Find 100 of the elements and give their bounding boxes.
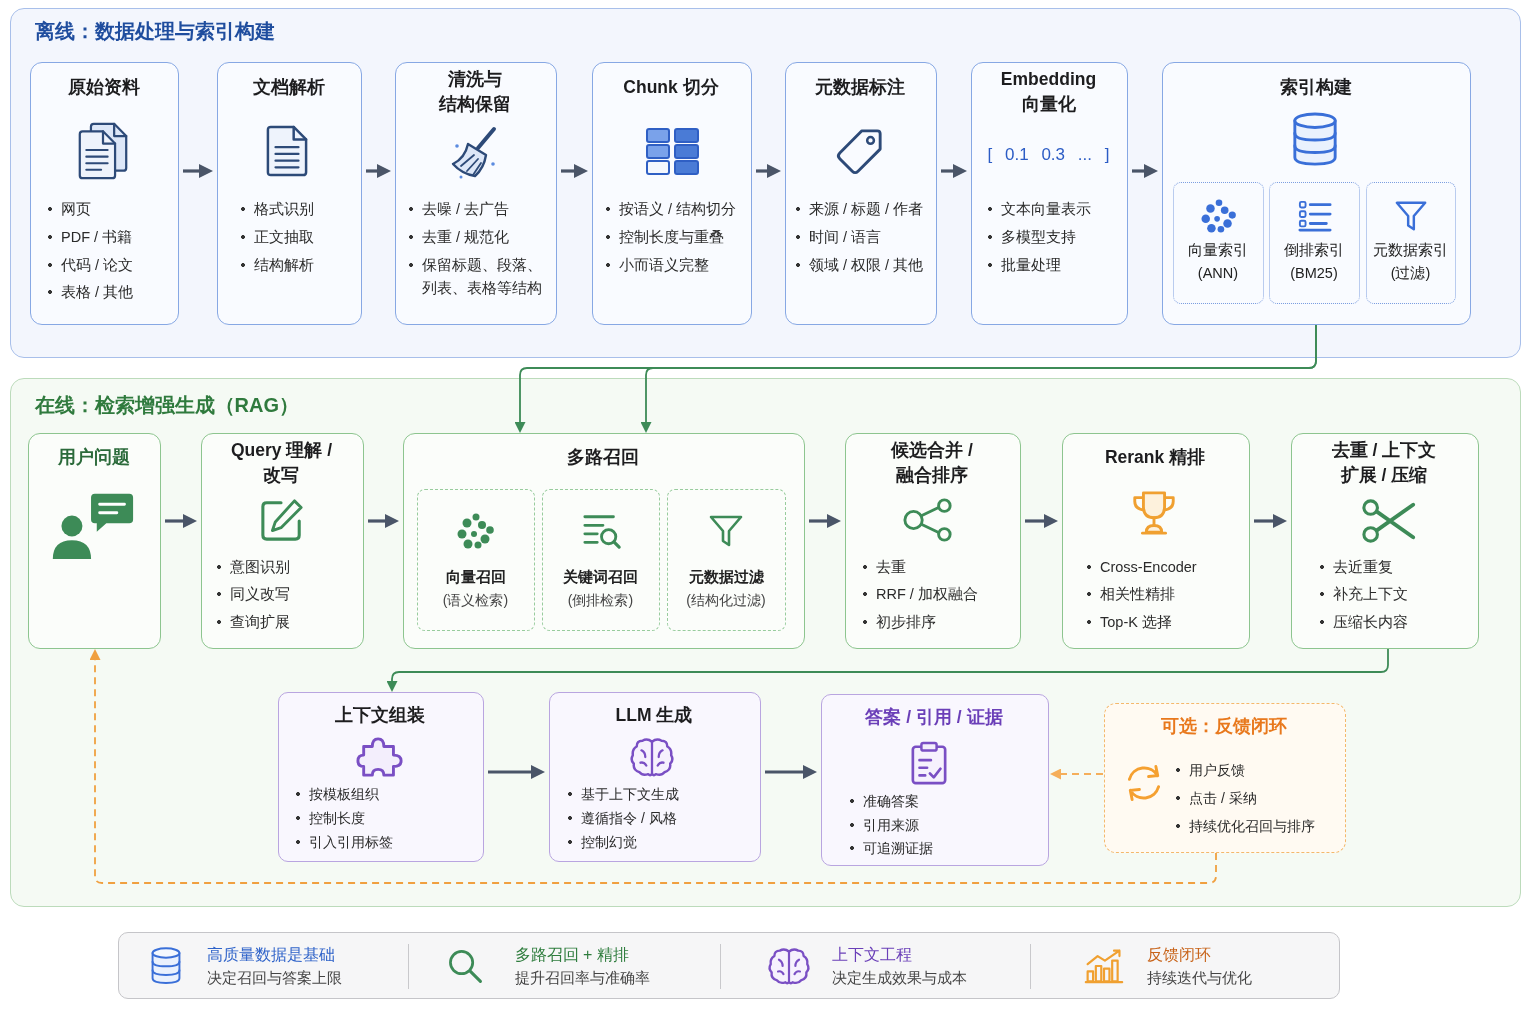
bullet-item: 按模板组织 — [294, 784, 379, 804]
step-card — [29, 61, 179, 325]
bullet-item: 去近重复 — [1318, 557, 1393, 577]
card-title: 清洗与结构保留 — [439, 67, 511, 116]
card-title: 答案 / 引用 / 证据 — [865, 705, 1003, 729]
arrow — [183, 164, 213, 178]
step-card — [548, 691, 761, 862]
card-sublabel: (BM25) — [1290, 263, 1338, 283]
bullet-item: 同义改写 — [215, 584, 290, 604]
bullet-item: 领域 / 权限 / 其他 — [794, 255, 924, 275]
arrow — [1050, 768, 1104, 780]
bullet-item: 相关性精排 — [1085, 584, 1175, 604]
card-title: 候选合并 / 融合排序 — [891, 438, 973, 487]
card-title: 去重 / 上下文扩展 / 压缩 — [1331, 438, 1437, 487]
bullet-item: 补充上下文 — [1318, 584, 1408, 604]
bullet-item: 正文抽取 — [239, 227, 314, 247]
bullet-item: 去重 / 规范化 — [407, 227, 510, 247]
bullet-item: Top-K 选择 — [1085, 612, 1172, 632]
step-card — [844, 432, 1021, 649]
summary-title: 高质量数据是基础 — [206, 944, 335, 965]
arrow — [941, 164, 967, 178]
bullet-item: 准确答案 — [848, 791, 919, 811]
bullet-item: 格式识别 — [239, 199, 314, 219]
bullet-item: 用户反馈 — [1174, 760, 1245, 780]
section-panel — [10, 378, 1521, 907]
step-card — [1290, 432, 1479, 649]
summary-title: 多路召回 + 精排 — [514, 944, 629, 965]
bullet-item: 引入引用标签 — [294, 832, 393, 852]
card-label: 向量召回 — [445, 566, 506, 587]
card-label: 倒排索引 — [1284, 240, 1344, 260]
step-card — [27, 432, 161, 649]
card-label: 元数据过滤 — [688, 566, 764, 587]
arrow — [640, 324, 1317, 433]
card-title: 用户问题 — [57, 445, 130, 469]
bullet-item: 可追溯证据 — [848, 838, 933, 858]
bullet-item: 表格 / 其他 — [46, 282, 134, 302]
bullet-item: 意图识别 — [215, 557, 290, 577]
bullet-item: 来源 / 标题 / 作者 — [794, 199, 924, 219]
bullet-item: 控制幻觉 — [566, 832, 637, 852]
step-card — [784, 61, 937, 325]
card-title: Query 理解 / 改写 — [230, 438, 333, 487]
bullet-item: 时间 / 语言 — [794, 227, 882, 247]
sub-card — [667, 489, 786, 631]
step-card — [402, 432, 805, 649]
arrow — [366, 164, 391, 178]
arrow — [809, 514, 841, 528]
sub-card — [1366, 182, 1456, 304]
card-sublabel: (语义检索) — [442, 590, 509, 610]
arrow — [756, 164, 781, 178]
sub-card — [542, 489, 660, 631]
bullet-item: 结构解析 — [239, 255, 314, 275]
sub-card — [1173, 182, 1264, 304]
card-label: 元数据索引 — [1373, 240, 1448, 260]
bullet-item: 控制长度与重叠 — [604, 227, 724, 247]
card-title: 原始资料 — [67, 75, 140, 99]
step-card — [277, 691, 484, 862]
card-sublabel: (结构化过滤) — [686, 590, 766, 610]
arrow — [561, 164, 588, 178]
bullet-item: 去噪 / 去广告 — [407, 199, 510, 219]
summary-caption: 决定生成效果与成本 — [831, 968, 967, 988]
arrow — [1254, 514, 1287, 528]
bullet-item: 多模型支持 — [986, 227, 1076, 247]
step-card — [970, 61, 1128, 325]
summary-caption: 持续迭代与优化 — [1146, 968, 1252, 988]
bullet-item: 批量处理 — [986, 255, 1061, 275]
bullet-item: 基于上下文生成 — [566, 784, 679, 804]
dashed-card — [1103, 702, 1346, 853]
bullet-item: 遵循指令 / 风格 — [566, 808, 677, 828]
bullet-item: 小而语义完整 — [604, 255, 709, 275]
bullet-item: 点击 / 采纳 — [1174, 788, 1257, 808]
bullet-item: 控制长度 — [294, 808, 365, 828]
bullet-item: 文本向量表示 — [986, 199, 1091, 219]
card-title: 可选：反馈闭环 — [1161, 714, 1287, 738]
bullet-item: 持续优化召回与排序 — [1174, 816, 1315, 836]
card-label: 关键词召回 — [563, 566, 638, 587]
card-title: LLM 生成 — [615, 703, 693, 727]
bullet-item: 代码 / 论文 — [46, 255, 134, 275]
bullet-item: 按语义 / 结构切分 — [604, 199, 737, 219]
bullet-item: 压缩长内容 — [1318, 612, 1408, 632]
section-title: 离线：数据处理与索引构建 — [34, 18, 275, 44]
section-panel — [10, 8, 1521, 358]
card-title: 多路召回 — [567, 445, 639, 469]
arrow — [165, 514, 197, 528]
card-sublabel: (倒排检索) — [567, 590, 634, 610]
step-card — [200, 432, 364, 649]
bullet-item: 网页 — [46, 199, 91, 219]
bullet-item: 初步排序 — [861, 612, 936, 632]
bullet-item: 去重 — [861, 557, 906, 577]
arrow — [368, 514, 399, 528]
bullet-item: RRF / 加权融合 — [861, 584, 978, 604]
summary-title: 上下文工程 — [831, 944, 912, 965]
bullet-item: 引用来源 — [848, 815, 919, 835]
arrow — [89, 649, 1217, 884]
card-title: 索引构建 — [1279, 75, 1352, 99]
sub-card — [1269, 182, 1360, 304]
step-card — [216, 61, 362, 325]
step-card — [1161, 61, 1471, 325]
step-card — [591, 61, 752, 325]
card-title: Chunk 切分 — [623, 75, 719, 99]
card-sublabel: (ANN) — [1197, 263, 1239, 283]
